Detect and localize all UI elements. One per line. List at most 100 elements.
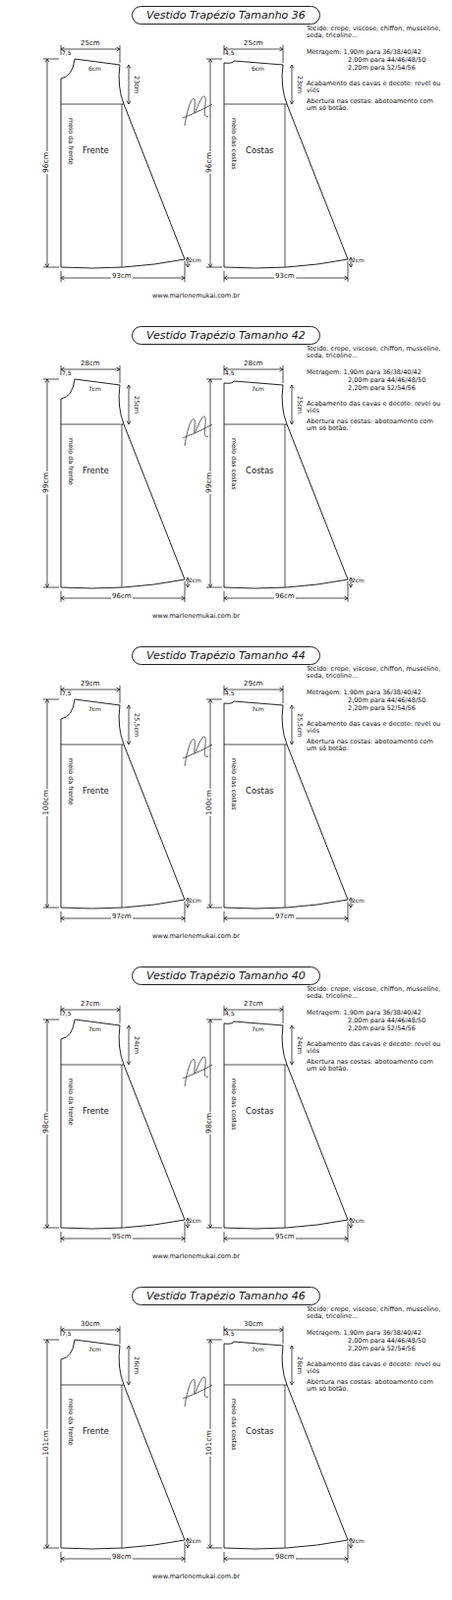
size-panel: Vestido Trapézio Tamanho 46Frentemeio da…: [0, 1281, 452, 1600]
extension-line: [282, 685, 284, 704]
extension-line: [206, 1340, 223, 1342]
dimension-label: 23cm: [133, 75, 141, 94]
dimension-line: [187, 1218, 189, 1229]
dimension-label: 98cm: [205, 1112, 214, 1135]
extension-line: [60, 685, 62, 696]
arrow-head: [45, 904, 50, 909]
piece-name: Frente: [82, 786, 110, 796]
title-text: Vestido Trapézio Tamanho 46: [146, 1290, 306, 1303]
extension-line: [206, 1019, 223, 1021]
watermark: www.marlenemukai.com.br: [152, 1253, 240, 1261]
arrow-head: [280, 1328, 284, 1333]
note-text: Acabamento das cavas e decote: revel ou …: [306, 1361, 443, 1377]
pattern-piece: Costasmeio das costas: [224, 697, 350, 910]
arrow-head: [45, 1225, 50, 1230]
note-text: Acabamento das cavas e decote: revel ou …: [306, 721, 443, 736]
extension-line: [206, 699, 223, 701]
extension-line: [60, 1232, 62, 1243]
size-panel: Vestido Trapézio Tamanho 44Frentemeio da…: [0, 640, 452, 961]
title-text: Vestido Trapézio Tamanho 40: [146, 969, 306, 983]
arrow-head: [185, 1545, 190, 1550]
pattern-piece: Costasmeio das costas: [224, 377, 350, 590]
pattern-piece: Frente meio da frente: [60, 1017, 187, 1231]
arrow-head: [181, 916, 186, 921]
dimension-label: 97cm: [274, 912, 296, 921]
dimension-label: 29cm: [242, 679, 265, 688]
watermark: www.marlenemukai.com.br: [152, 292, 240, 300]
arrow-head: [289, 385, 294, 390]
arrow-head: [348, 1225, 353, 1230]
dimension-label: 98cm: [274, 1553, 296, 1562]
pattern-piece: Costasmeio das costas: [224, 1338, 350, 1551]
arrow-head: [185, 584, 190, 589]
arrow-head: [116, 1328, 121, 1333]
title-banner: Vestido Trapézio Tamanho 36: [131, 5, 321, 25]
extension-line: [347, 261, 349, 283]
arrow-head: [60, 276, 65, 281]
pattern-piece: Costasmeio das costas: [224, 56, 350, 270]
dimension-label: 97cm: [111, 912, 133, 921]
note-text: Abertura nas costas: abotoamento com um …: [306, 418, 443, 434]
dimension-line: [187, 1538, 189, 1549]
extension-line: [43, 58, 59, 60]
dimension-label: 29cm: [79, 679, 102, 688]
arrow-head: [348, 904, 353, 909]
arrow-head: [126, 1346, 131, 1351]
signature: [182, 1057, 213, 1087]
note-text: 2,00m para 44/46/48/50: [347, 377, 426, 385]
arrow-head: [348, 1545, 353, 1550]
piece-outline: [60, 1019, 185, 1230]
construction-line: [224, 104, 287, 268]
dimension-label: 2cm: [351, 1538, 365, 1546]
piece-outline: [224, 60, 348, 269]
piece-outline: [224, 1017, 350, 1231]
fold-label: meio da frente: [67, 1078, 75, 1127]
dimension-label: 7cm: [88, 386, 102, 394]
note-text: Acabamento das cavas e decote: revel ou …: [306, 80, 443, 96]
dimension-label: 100cm: [42, 789, 51, 817]
arrow-head: [289, 1025, 294, 1030]
fold-label: meio da frente: [67, 117, 75, 166]
arrow-head: [45, 379, 50, 384]
fold-label: meio das costas: [230, 758, 238, 811]
piece-outline: [60, 379, 185, 589]
title-banner: Vestido Trapézio Tamanho 40: [131, 966, 321, 986]
dimension-label: 2cm: [188, 1218, 202, 1226]
dimension-line: [128, 64, 130, 105]
extension-line: [206, 1548, 223, 1550]
dimension-label: 25cm: [79, 39, 102, 48]
dimension-label: 27cm: [79, 1000, 102, 1009]
piece-outline: [224, 56, 350, 270]
fold-label: meio das costas: [230, 438, 238, 491]
note-text: 2,20m para 52/54/56: [347, 1346, 416, 1354]
arrow-head: [181, 1557, 186, 1562]
piece-outline: [224, 1342, 348, 1550]
extension-line: [224, 1552, 226, 1564]
arrow-head: [289, 1382, 294, 1387]
note-text: Tecido: crepe, viscose, chiffon, musseli…: [306, 25, 443, 41]
extension-line: [224, 1006, 226, 1017]
size-panel: Vestido Trapézio Tamanho 36Frentemeio da…: [0, 0, 452, 321]
arrow-head: [344, 1237, 349, 1242]
extension-line: [206, 587, 223, 589]
dimension-label: 101cm: [205, 1429, 214, 1458]
piece-outline: [224, 1021, 348, 1230]
extension-line: [184, 1222, 186, 1243]
construction-line: [224, 1065, 287, 1229]
construction-line: [224, 424, 287, 588]
extension-line: [206, 1228, 223, 1230]
arrow-head: [45, 584, 50, 589]
extension-line: [119, 365, 121, 384]
dimension-label: 7,5: [61, 1331, 72, 1339]
arrow-head: [126, 705, 131, 710]
arrow-head: [289, 421, 294, 426]
extension-line: [43, 587, 59, 589]
dimension-label: 6cm: [251, 65, 265, 73]
extension-line: [60, 271, 62, 283]
piece-name: Frente: [82, 1106, 110, 1117]
note-text: Tecido: crepe, viscose, chiffon, musseli…: [306, 345, 443, 361]
arrow-head: [289, 64, 294, 69]
dimension-label: 4,5: [225, 690, 235, 698]
arrow-head: [208, 699, 213, 704]
construction-line: [60, 104, 124, 268]
